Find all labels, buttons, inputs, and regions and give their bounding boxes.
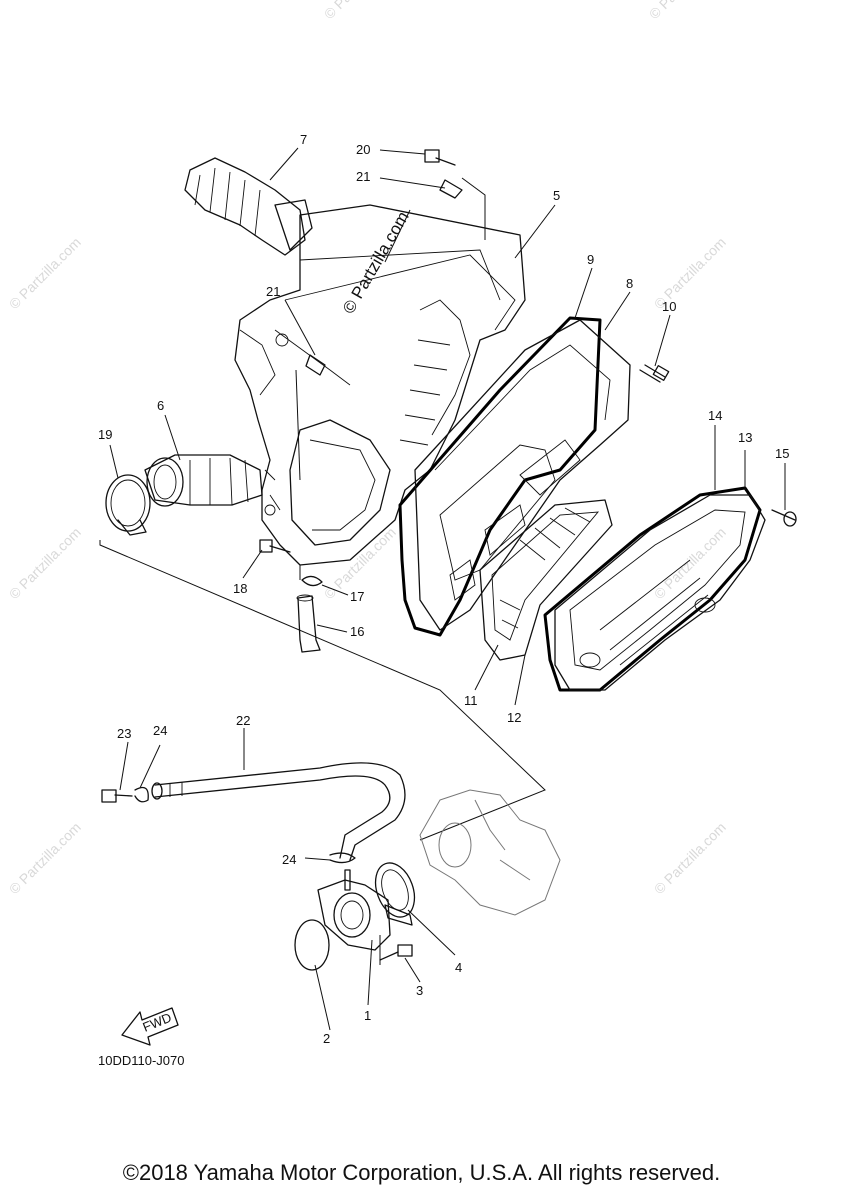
drain-plug xyxy=(296,575,323,653)
callout-23: 23 xyxy=(117,726,131,741)
fwd-arrow-icon: FWD xyxy=(121,1007,179,1046)
callout-15: 15 xyxy=(775,446,789,461)
watermark: © Partzilla.com xyxy=(6,524,84,602)
callout-18: 18 xyxy=(233,581,247,596)
breather-hose xyxy=(101,762,406,861)
watermark: © Partzilla.com xyxy=(646,0,724,22)
callout-24: 24 xyxy=(282,852,296,867)
watermark: © Partzilla.com xyxy=(651,819,729,897)
callout-12: 12 xyxy=(507,710,521,725)
callout-6: 6 xyxy=(157,398,164,413)
callout-10: 10 xyxy=(662,299,676,314)
callout-11: 11 xyxy=(464,693,478,708)
callout-17: 17 xyxy=(350,589,364,604)
callout-22: 22 xyxy=(236,713,250,728)
watermark: © Partzilla.com xyxy=(6,819,84,897)
callout-4: 4 xyxy=(455,960,462,975)
watermark: © Partzilla.com xyxy=(6,234,84,312)
air-box-cap xyxy=(398,316,631,637)
fwd-label: FWD xyxy=(141,1010,174,1035)
callouts: 7 20 21 5 9 8 10 21 6 19 14 13 15 18 17 … xyxy=(98,132,789,1046)
air-box-lower xyxy=(543,486,766,692)
hose-clamp xyxy=(105,474,151,536)
callout-24: 24 xyxy=(153,723,167,738)
callout-9: 9 xyxy=(587,252,594,267)
callout-1: 1 xyxy=(364,1008,371,1023)
assembly-lines xyxy=(99,177,546,841)
callout-7: 7 xyxy=(300,132,307,147)
callout-14: 14 xyxy=(708,408,722,423)
callout-20: 20 xyxy=(356,142,370,157)
callout-19: 19 xyxy=(98,427,112,442)
copyright-notice: ©2018 Yamaha Motor Corporation, U.S.A. A… xyxy=(122,1160,721,1185)
callout-21: 21 xyxy=(266,284,280,299)
callout-2: 2 xyxy=(323,1031,330,1046)
breather-duct xyxy=(184,157,313,256)
center-watermark: © Partzilla.com xyxy=(339,208,413,317)
carburetor-outline xyxy=(419,789,561,916)
o-ring xyxy=(294,919,330,971)
carb-clamp xyxy=(374,862,416,926)
callout-5: 5 xyxy=(553,188,560,203)
callout-3: 3 xyxy=(416,983,423,998)
callout-8: 8 xyxy=(626,276,633,291)
air-filter-joint xyxy=(144,454,263,507)
callout-21: 21 xyxy=(356,169,370,184)
filter-element xyxy=(479,499,613,661)
leader-lines xyxy=(109,147,786,1031)
screws xyxy=(259,149,797,553)
watermark: © Partzilla.com xyxy=(321,0,399,22)
diagram-code: 10DD110-J070 xyxy=(98,1053,184,1068)
bolt xyxy=(379,935,413,965)
callout-16: 16 xyxy=(350,624,364,639)
callout-13: 13 xyxy=(738,430,752,445)
carburetor-joint xyxy=(317,852,391,951)
